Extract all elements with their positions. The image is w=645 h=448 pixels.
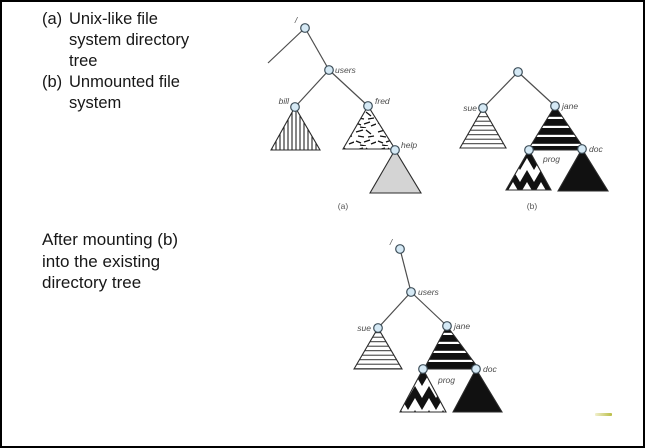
- figure-label-a: (a): [338, 201, 349, 211]
- subtree-triangle-doc: [557, 147, 609, 192]
- caption-line: After mounting (b): [42, 230, 179, 249]
- label-root: /: [389, 237, 394, 247]
- edge-users-bill: [294, 69, 330, 108]
- subtree-triangle-prog: [505, 148, 552, 191]
- figure-label-b: (b): [527, 201, 538, 211]
- caption-list: (a) Unix-like file system directory tree…: [42, 9, 189, 114]
- subtree-triangle-sue: [353, 326, 403, 370]
- node-circle-users: [406, 287, 416, 297]
- tree-b-edges: [482, 71, 556, 109]
- label-sue: sue: [357, 323, 371, 333]
- caption-marker-a: (a): [42, 10, 63, 28]
- caption-line: system: [69, 94, 122, 112]
- edge-root-users: [304, 27, 330, 71]
- caption-line: tree: [69, 52, 98, 70]
- subtree-triangle-bill: [270, 105, 321, 151]
- tree-b-diagram: sue jane prog doc (b): [459, 67, 609, 211]
- tree-mounted-diagram: / users sue jane prog doc: [353, 237, 503, 414]
- node-circle-doc: [471, 364, 481, 374]
- tree-mounted-edges: [377, 248, 448, 329]
- label-bill: bill: [279, 96, 291, 106]
- label-users: users: [335, 65, 357, 75]
- subtree-triangle-sue: [459, 106, 507, 149]
- edge-users-jane: [410, 291, 448, 327]
- label-prog: prog: [437, 375, 455, 385]
- subtree-triangle-jane: [527, 104, 587, 151]
- node-circle-fred: [363, 101, 373, 111]
- label-doc: doc: [589, 144, 603, 154]
- node-circle-users: [324, 65, 334, 75]
- caption-line: system directory: [69, 31, 190, 49]
- label-users: users: [418, 287, 440, 297]
- node-circle-root: [300, 23, 310, 33]
- node-circle-root: [395, 244, 405, 254]
- caption-item-a: (a) Unix-like file system directory tree: [42, 9, 189, 72]
- tree-a-diagram: / users bill fred help (a): [267, 15, 422, 211]
- node-circle-prog: [524, 145, 534, 155]
- caption-mounting: After mounting (b) into the existing dir…: [42, 229, 178, 294]
- node-circle-sue: [373, 323, 383, 333]
- caption-item-b: (b) Unmounted file system: [42, 72, 189, 114]
- node-circle-jane: [442, 321, 452, 331]
- edge-root-sue: [482, 71, 519, 109]
- node-circle-sue: [478, 103, 488, 113]
- node-circle-bill: [290, 102, 300, 112]
- label-sue: sue: [463, 103, 477, 113]
- edge-root-jane: [517, 71, 556, 107]
- label-help: help: [401, 140, 417, 150]
- artifact-mark: [595, 413, 612, 416]
- caption-marker-b: (b): [42, 73, 63, 91]
- label-fred: fred: [375, 96, 390, 106]
- tree-a-edges: [267, 27, 369, 108]
- subtree-triangle-fred: [342, 104, 396, 150]
- subtree-triangle-prog: [399, 367, 447, 413]
- node-circle-help: [390, 145, 400, 155]
- subtree-triangle-help: [369, 148, 422, 194]
- edge-root-users: [399, 248, 412, 293]
- label-jane: jane: [561, 101, 578, 111]
- caption-line: into the existing: [42, 251, 161, 271]
- subtree-triangle-jane: [423, 324, 481, 370]
- node-circle-root-b: [513, 67, 523, 77]
- edge-users-fred: [328, 69, 369, 107]
- subtree-triangle-doc: [452, 367, 503, 413]
- caption-line: Unmounted file: [69, 73, 180, 91]
- label-doc: doc: [483, 364, 497, 374]
- node-circle-prog: [418, 364, 428, 374]
- label-jane: jane: [453, 321, 470, 331]
- caption-body-a: Unix-like file system directory tree: [69, 9, 189, 72]
- caption-line: Unix-like file: [69, 10, 158, 28]
- caption-line: directory tree: [42, 273, 142, 292]
- edge-root-elided: [267, 27, 306, 64]
- node-circle-doc: [577, 144, 587, 154]
- node-circle-jane: [550, 101, 560, 111]
- caption-body-b: Unmounted file system: [69, 72, 180, 114]
- label-root: /: [294, 15, 299, 25]
- edge-users-sue: [377, 291, 412, 329]
- label-prog: prog: [542, 154, 560, 164]
